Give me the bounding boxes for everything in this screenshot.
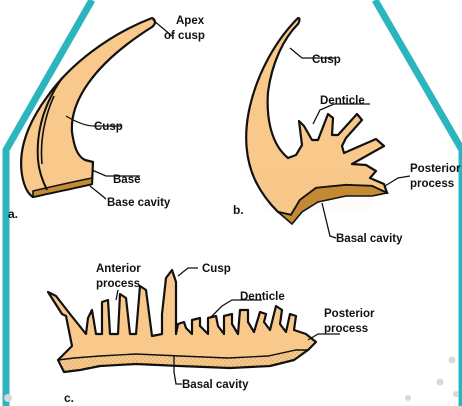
panel-c-tag: c. (64, 391, 74, 405)
label-c-posterior-line1: Posterior (324, 308, 375, 320)
label-a-cusp: Cusp (94, 121, 123, 133)
label-apex-line1: Apex (176, 15, 205, 27)
panel-a-cone-tooth (21, 18, 155, 197)
label-b-basal-cavity: Basal cavity (336, 233, 403, 245)
frame-right-edge (375, 0, 462, 406)
label-b-posterior-line2: process (410, 178, 454, 190)
label-a-base: Base (113, 174, 141, 186)
panel-a: Apex of cusp Cusp Base Base cavity a. (8, 15, 205, 221)
label-c-posterior-line2: process (324, 323, 368, 335)
label-b-posterior-line1: Posterior (410, 163, 461, 175)
panel-b-tag: b. (233, 203, 244, 217)
panel-b: Cusp Denticle Posterior process Basal ca… (233, 18, 461, 245)
leader-c-anterior (116, 290, 118, 300)
leader-a-base-cavity (90, 186, 106, 199)
label-apex-line2: of cusp (164, 30, 205, 42)
label-c-cusp: Cusp (202, 263, 231, 275)
panel-b-stipple (262, 170, 372, 210)
label-c-denticle: Denticle (240, 291, 285, 303)
leader-c-cusp (178, 268, 198, 276)
leader-b-posterior (385, 176, 410, 186)
label-b-denticle: Denticle (320, 95, 365, 107)
label-c-basal-cavity: Basal cavity (182, 379, 249, 391)
label-b-cusp: Cusp (312, 54, 341, 66)
panel-a-tag: a. (8, 207, 18, 221)
label-c-anterior-line2: process (96, 278, 140, 290)
label-c-anterior-line1: Anterior (96, 263, 141, 275)
panel-c: Anterior process Cusp Denticle Posterior… (48, 263, 375, 405)
label-a-base-cavity: Base cavity (107, 197, 171, 209)
